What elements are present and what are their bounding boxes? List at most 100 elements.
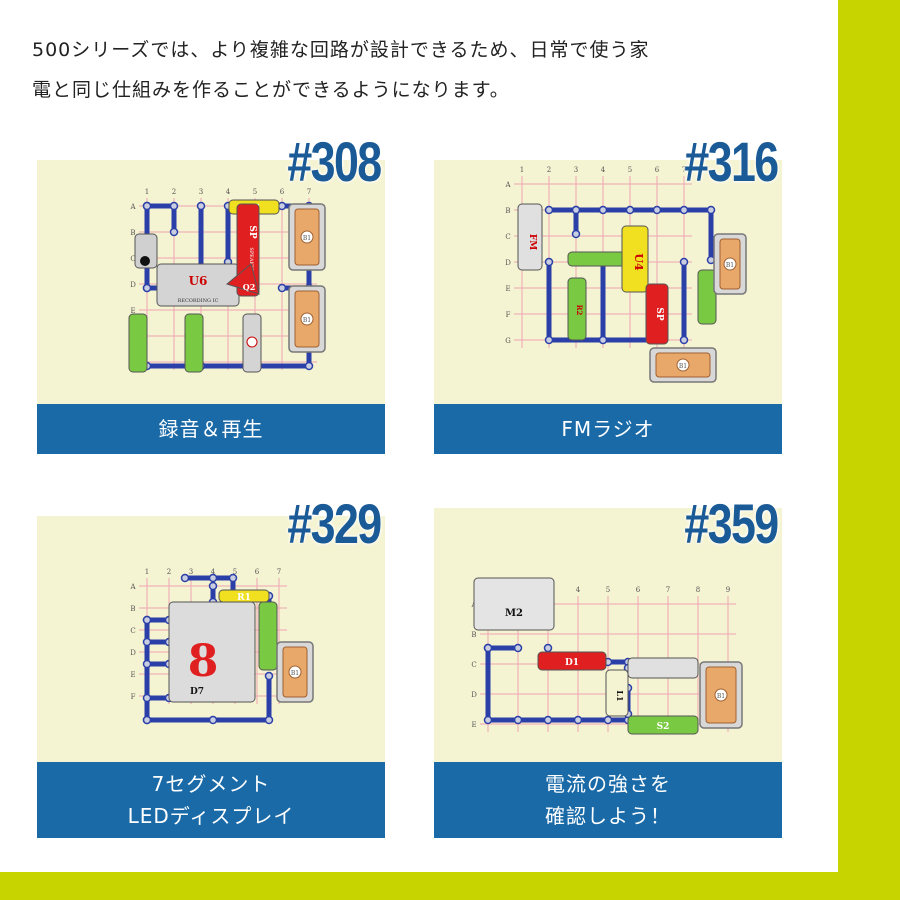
l1-coil (605, 669, 629, 717)
switch (697, 269, 717, 325)
wire-node (543, 643, 553, 653)
caption-359-line-1: 電流の強さを (545, 772, 671, 796)
grid-row-label: D (130, 649, 136, 657)
grid-col-label: 7 (277, 568, 281, 576)
wire-node (573, 715, 583, 725)
wire-node (544, 335, 554, 345)
grid-row-label: C (505, 233, 510, 241)
fm-label: FM (527, 234, 537, 250)
battery-cap (300, 312, 314, 326)
project-card-308[interactable]: 1234567ABCDEFGU6RECORDING ICD1SPSPEAKERQ… (37, 134, 385, 454)
grid-col-label: 1 (520, 166, 524, 174)
q2-transistor (225, 263, 260, 295)
grid-col-label: 9 (726, 586, 730, 594)
grid-row-label: E (471, 721, 476, 729)
wire-node (180, 573, 190, 583)
intro-line-2: 電と同じ仕組みを作ることができるようになります。 (32, 79, 510, 101)
wire-node (598, 335, 608, 345)
grid-col-label: 3 (199, 188, 203, 196)
wire-node (679, 335, 689, 345)
seven-segment-digit: 8 (188, 636, 219, 687)
wire-node (304, 361, 314, 371)
wire-node (543, 715, 553, 725)
battery-cap (714, 688, 728, 702)
grid-row-label: E (130, 307, 135, 315)
u4-amplifier (621, 225, 649, 293)
circuit-diagram-308: 1234567ABCDEFGU6RECORDING ICD1SPSPEAKERQ… (37, 160, 385, 404)
grid-col-label: 4 (576, 586, 581, 594)
grid-col-label: 4 (226, 188, 231, 196)
wire-node (208, 581, 218, 591)
q2-label: Q2 (243, 282, 256, 292)
battery-label: B1 (303, 317, 311, 324)
project-card-359[interactable]: 123456789ABCDEM2D1L1S2B1 電流の強さを 確認しよう！ #… (434, 496, 782, 838)
grid-col-label: 1 (145, 568, 149, 576)
grid-row-label: D (471, 691, 477, 699)
s2-switch (627, 715, 699, 735)
wire-node (513, 715, 523, 725)
caption-329-line-1: 7セグメント (151, 772, 271, 796)
wire-segment (182, 575, 236, 599)
battery-label: B1 (726, 262, 734, 269)
caption-308: 録音＆再生 (37, 404, 385, 454)
speaker-part (645, 283, 669, 345)
grid-col-label: 7 (666, 586, 670, 594)
wire-node (264, 671, 274, 681)
grid-col-label: 3 (189, 568, 193, 576)
circuit-diagram-359: 123456789ABCDEM2D1L1S2B1 (434, 508, 782, 762)
battery-cap (676, 358, 690, 372)
grid-row-label: D (505, 259, 511, 267)
u6-label: U6 (189, 274, 208, 288)
grid-row-label: F (506, 311, 511, 319)
caption-359: 電流の強さを 確認しよう！ (434, 762, 782, 838)
r2-label: R2 (575, 305, 584, 316)
speaker-label: SP (247, 225, 257, 238)
grid-col-label: 8 (696, 586, 700, 594)
wire-segment (144, 203, 177, 235)
grid-col-label: 6 (280, 188, 285, 196)
grid-col-label: 1 (145, 188, 149, 196)
wire-node (679, 205, 689, 215)
grid-row-label: A (129, 583, 136, 591)
grid-col-label: 4 (211, 568, 216, 576)
grid-col-label: 4 (601, 166, 606, 174)
grid-col-label: 7 (682, 166, 686, 174)
wire-node (142, 637, 152, 647)
battery-cap (723, 257, 737, 271)
grid-row-label: B (130, 229, 135, 237)
wire-node (652, 205, 662, 215)
grid-row-label: E (130, 671, 135, 679)
battery-label: B1 (679, 363, 687, 370)
frame-right-border (838, 0, 900, 900)
grid-row-label: A (504, 181, 511, 189)
grid-col-label: 5 (233, 568, 237, 576)
caption-316: FMラジオ (434, 404, 782, 454)
d1-led-label: D1 (565, 658, 579, 668)
battery-label: B1 (291, 670, 299, 677)
battery-label: B1 (303, 235, 311, 242)
caption-329-line-2: LEDディスプレイ (127, 804, 295, 828)
wire-node (625, 205, 635, 215)
wire-node (277, 201, 287, 211)
grid-col-label: 6 (255, 568, 260, 576)
grid-col-label: 2 (167, 568, 171, 576)
grid-row-label: B (505, 207, 510, 215)
switch-2 (184, 313, 204, 373)
lamp-icon (246, 336, 258, 348)
wire-node (706, 205, 716, 215)
wire-node (277, 283, 287, 293)
grid-row-label: B (471, 631, 476, 639)
intro-text: 500シリーズでは、より複雑な回路が設計できるため、日常で使う家 電と同じ仕組み… (32, 30, 822, 110)
wire-node (571, 229, 581, 239)
battery-cap (300, 230, 314, 244)
grid-col-label: 6 (636, 586, 641, 594)
wire-node (679, 257, 689, 267)
s2-switch-label: S2 (657, 722, 670, 732)
switch (258, 601, 278, 671)
switch-1 (128, 313, 148, 373)
